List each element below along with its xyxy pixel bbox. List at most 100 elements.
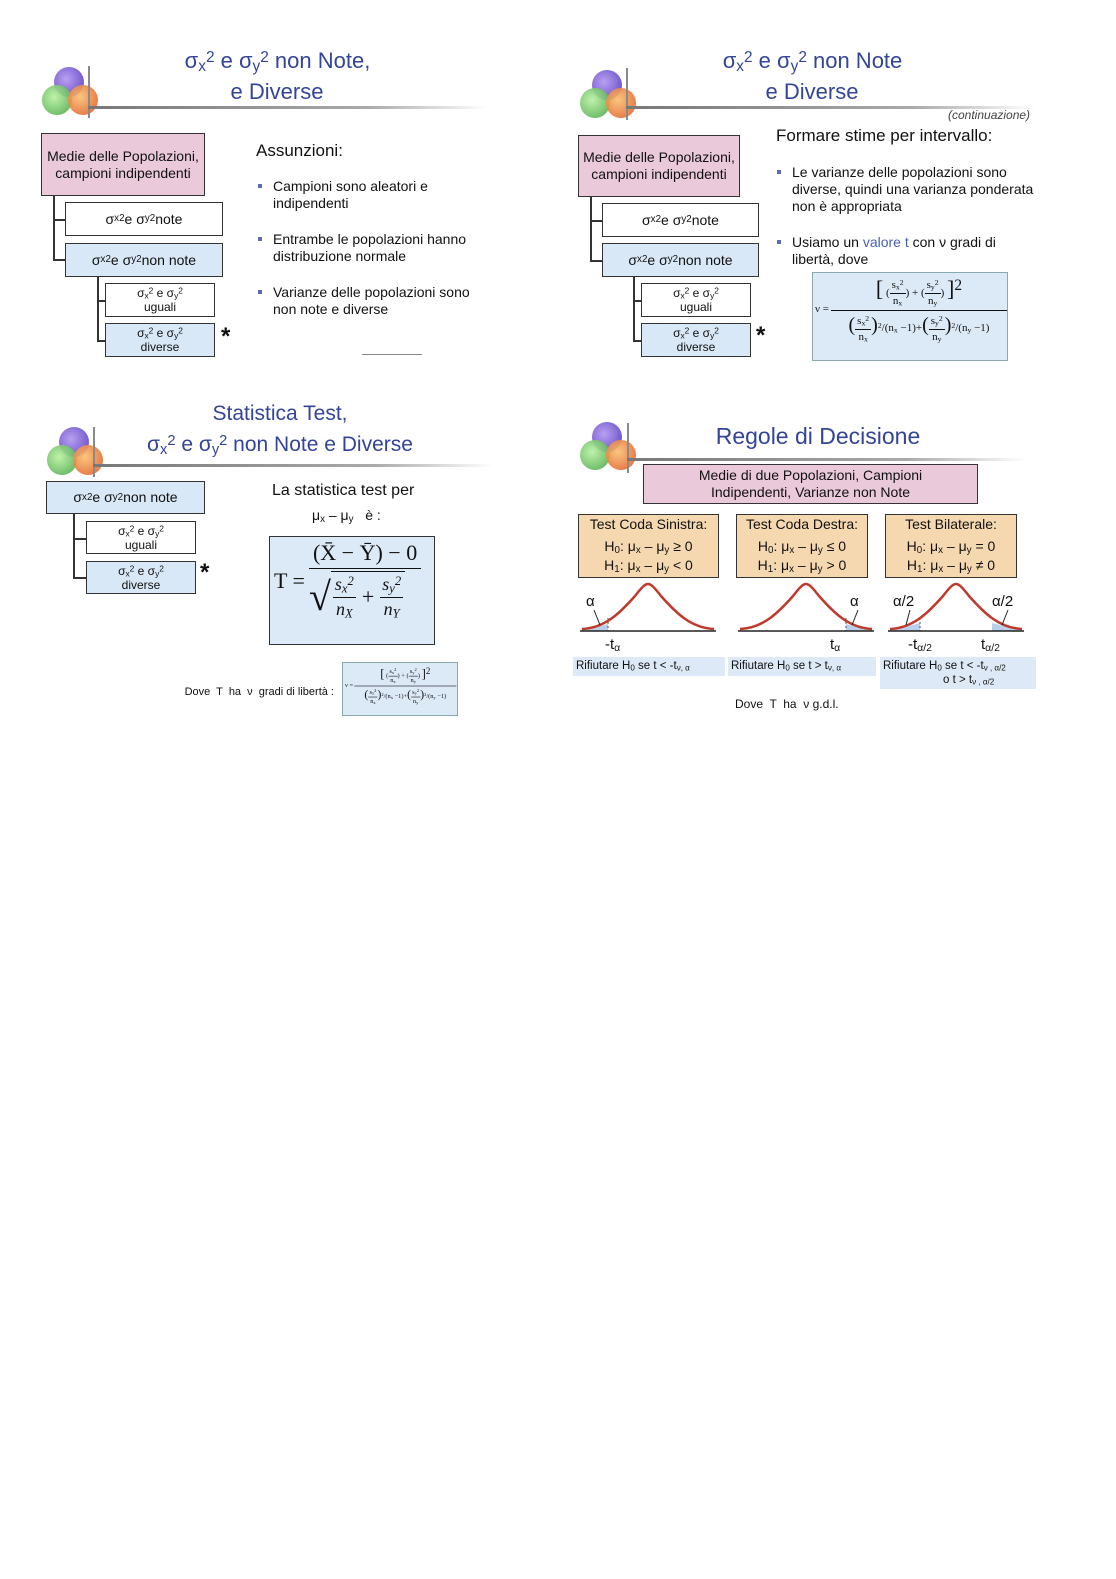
formula-plus: + (912, 287, 919, 299)
title-underline (93, 464, 493, 467)
critical-value-label: tα (830, 636, 841, 655)
alt-hypothesis: H1: μx – μy < 0 (604, 557, 693, 575)
tail-label: α (850, 593, 859, 610)
formula-nx: nX (336, 599, 353, 621)
tree-root-box: Medie delle Popolazioni, campioni indipe… (41, 133, 205, 196)
bullet-item: Campioni sono aleatori e indipendenti (257, 178, 483, 212)
formula-bracket: ]2 (421, 666, 431, 681)
formula-ny: ny (932, 330, 942, 344)
formula-sy2: sy2 (380, 574, 404, 598)
formula-paren: ) (905, 287, 910, 299)
decorative-line (362, 354, 422, 355)
test-name: Test Coda Destra: (745, 516, 859, 532)
null-hypothesis: H0: μx – μy ≥ 0 (604, 538, 693, 556)
df-note: Dove T ha ν gradi di libertà : (184, 686, 334, 698)
section-heading-formula: μx – μy è : (312, 507, 381, 525)
box-label: uguali (124, 537, 158, 552)
box-label: diverse (140, 340, 180, 354)
bullet-item: Le varianze delle popolazioni sono diver… (776, 164, 1054, 215)
formula-exponent: 2 (424, 692, 427, 698)
box-label: uguali (143, 300, 177, 314)
tree-different-box: σx2 e σy2 diverse (86, 561, 196, 594)
tree-different-box: σx2 e σy2 diverse (641, 323, 751, 357)
box-label: σx2 e σy2 (673, 285, 719, 301)
slide-subtitle: (continuazione) (948, 108, 1031, 122)
null-hypothesis: H0: μx – μy = 0 (906, 538, 996, 556)
formula-paren: ) (397, 672, 400, 680)
formula-nx: nx (370, 697, 376, 706)
formula-sx2: sx2 (889, 279, 906, 295)
formula-sy2: sy2 (928, 315, 945, 330)
bullet-item: Entrambe le popolazioni hanno distribuzi… (257, 231, 493, 265)
slide-title-line2: σx2 e σy2 non Note e Diverse (147, 433, 413, 458)
formula-sx2: sx2 (368, 687, 378, 698)
sqrt-symbol: √ (308, 573, 331, 619)
formula-sx2: sx2 (388, 667, 398, 677)
formula-sy2: sy2 (924, 279, 941, 295)
formula-sx2: sx2 (332, 574, 356, 598)
tree-equal-box: σx2 e σy2 uguali (86, 521, 196, 554)
critical-value-label: tα/2 (981, 636, 1000, 655)
density-curve (581, 582, 715, 631)
formula-bracket: [ (380, 666, 385, 681)
slide-title-line2: e Diverse (230, 79, 324, 104)
box-label: σx2 e σy2 (137, 285, 183, 301)
normal-curve-two-tail (888, 582, 1024, 632)
reject-rule-line: o t > tν , α/2 (943, 674, 995, 687)
formula-dy: /(ny −1) (955, 322, 990, 335)
alt-hypothesis: H1: μx – μy ≠ 0 (906, 557, 996, 575)
bullet-text: con ν gradi di libertà, dove (792, 234, 996, 267)
section-heading: Assunzioni: (256, 141, 343, 160)
highlight-text: valore t (862, 234, 909, 250)
title-divider (626, 68, 628, 120)
formula-dx: /(nx −1) (881, 322, 916, 335)
box-label: σx2 e σy2 (673, 325, 719, 341)
title-divider (88, 66, 90, 118)
formula-exponent: 2 (877, 321, 882, 331)
formula-ny: ny (412, 697, 419, 706)
reject-rule-line: Rifiutare H0 se t < -tν , α/2 (883, 660, 1006, 673)
logo-circles-icon (578, 68, 640, 123)
reject-rule: Rifiutare H0 se t > tν, α (728, 657, 876, 676)
formula-exponent: 2 (951, 321, 956, 331)
test-name: Test Coda Sinistra: (589, 516, 708, 532)
reject-rule: Rifiutare H0 se t < -tν, α (573, 657, 725, 676)
formula-dx: /(nx −1) (383, 692, 404, 701)
title-underline (627, 458, 1027, 461)
formula-exponent: 2 (381, 692, 384, 698)
critical-value-label: -tα/2 (908, 636, 932, 655)
logo-circles-icon (40, 65, 102, 120)
title-underline (626, 106, 1036, 109)
test-name: Test Bilaterale: (905, 516, 997, 532)
formula-plus: + (403, 692, 408, 700)
formula-paren: ) (940, 287, 945, 299)
formula-plus: + (361, 584, 375, 609)
bullet-text: Usiamo un (792, 234, 863, 250)
alt-hypothesis: H1: μx – μy > 0 (757, 557, 847, 575)
formula-ny: nY (383, 599, 400, 621)
formula-plus: + (915, 322, 923, 335)
formula-bracket: ]2 (947, 276, 963, 301)
box-label: σx2 e σy2 (118, 563, 164, 579)
formula-sy2: sy2 (410, 687, 421, 698)
formula-paren: ( (406, 672, 409, 680)
formula-plus: + (401, 672, 405, 680)
slide-title-line1: σx2 e σy2 non Note, (184, 48, 371, 76)
formula-nx: nx (892, 295, 903, 308)
formula-numerator: (X̄ − Ȳ) − 0 (308, 540, 422, 569)
selected-star: * (756, 322, 766, 349)
tree-equal-box: σx2 e σy2 uguali (641, 283, 751, 317)
tail-label: α (586, 593, 595, 610)
df-note: Dove T ha ν g.d.l. (735, 697, 839, 711)
normal-curve-right-tail (738, 582, 874, 632)
